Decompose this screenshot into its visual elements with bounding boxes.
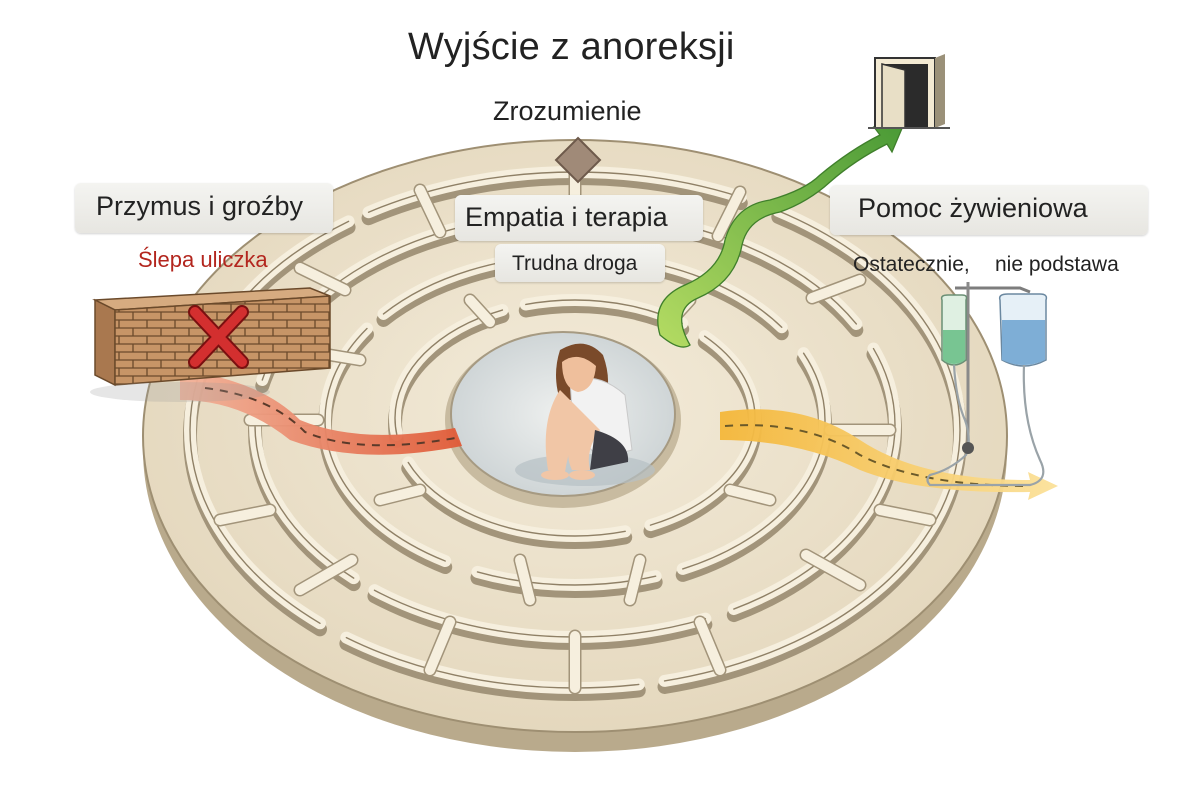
nutrition-path	[720, 409, 1058, 500]
understanding-label: Zrozumienie	[493, 96, 642, 126]
diamond-marker-icon	[554, 136, 602, 184]
hard-road-note: Trudna droga	[512, 252, 638, 275]
coercion-heading: Przymus i groźby	[96, 191, 304, 221]
empathy-heading: Empatia i terapia	[465, 202, 668, 232]
right-heading-banner	[830, 185, 1148, 235]
exit-door-icon	[868, 54, 950, 129]
center-note-banner	[495, 244, 665, 282]
dead-end-note: Ślepa uliczka	[138, 247, 268, 272]
center-heading-banner	[455, 195, 703, 241]
iv-drip-icon	[926, 282, 1048, 487]
page-title: Wyjście z anoreksji	[408, 26, 735, 68]
nutrition-heading: Pomoc żywieniowa	[858, 193, 1088, 223]
red-x-icon	[188, 305, 249, 369]
nutrition-note-a: Ostatecznie,	[853, 253, 970, 276]
nutrition-note-b: nie podstawa	[995, 253, 1119, 276]
sitting-girl-figure	[515, 343, 655, 486]
dead-end-path	[180, 370, 462, 455]
left-heading-banner	[75, 183, 333, 233]
empathy-path	[657, 125, 904, 348]
